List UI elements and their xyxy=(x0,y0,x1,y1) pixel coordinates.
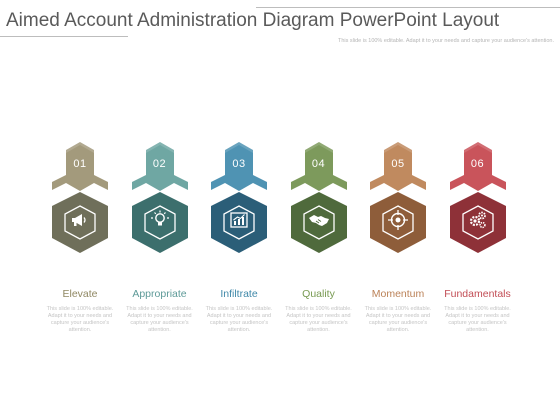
step-label: Elevate xyxy=(62,288,98,300)
step-description: This slide is 100% editable. Adapt it to… xyxy=(126,306,193,333)
megaphone-icon xyxy=(68,208,92,232)
step-number: 04 xyxy=(311,158,326,170)
step-description: This slide is 100% editable. Adapt it to… xyxy=(444,306,511,333)
step-label: Appropriate xyxy=(132,288,187,300)
step-description: This slide is 100% editable. Adapt it to… xyxy=(285,306,352,333)
slide-subtitle: This slide is 100% editable. Adapt it to… xyxy=(338,38,554,44)
step-number: 02 xyxy=(152,158,167,170)
bar-chart-icon xyxy=(227,208,251,232)
handshake-icon xyxy=(307,208,331,232)
step-number: 05 xyxy=(391,158,405,170)
step-description: This slide is 100% editable. Adapt it to… xyxy=(364,306,432,333)
target-icon xyxy=(386,208,410,232)
top-rule xyxy=(256,7,560,8)
step-label: Infiltrate xyxy=(220,288,258,300)
lightbulb-icon xyxy=(148,208,172,232)
step-number: 01 xyxy=(73,158,87,170)
step-label: Fundamentals xyxy=(444,288,511,300)
step-description: This slide is 100% editable. Adapt it to… xyxy=(46,306,114,333)
step-number: 03 xyxy=(232,158,246,170)
step-shape xyxy=(131,142,188,253)
title-underline xyxy=(0,36,128,37)
step-label: Quality xyxy=(302,288,335,300)
step-number: 06 xyxy=(470,158,485,170)
gears-icon xyxy=(466,208,490,232)
step-label: Momentum xyxy=(371,288,425,300)
slide-title: Aimed Account Administration Diagram Pow… xyxy=(6,10,500,31)
step-description: This slide is 100% editable. Adapt it to… xyxy=(205,306,273,333)
